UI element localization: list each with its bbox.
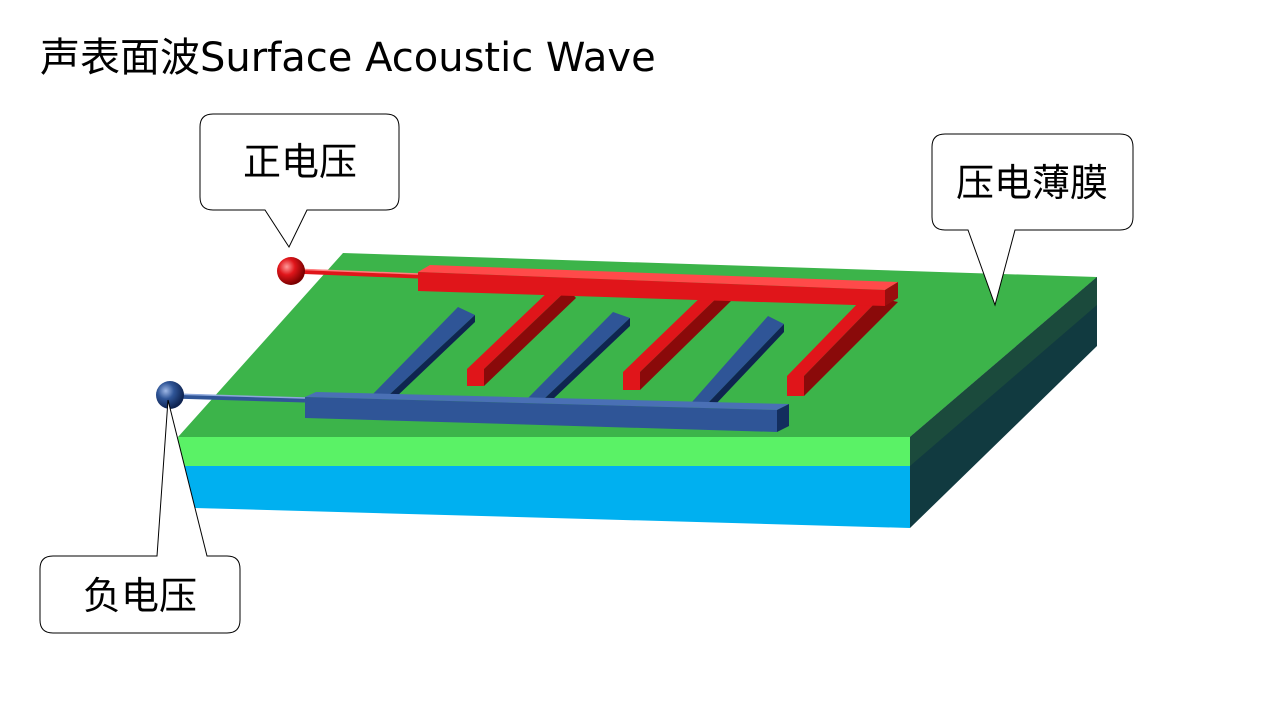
positive-finger xyxy=(623,292,723,372)
negative-bus-top xyxy=(305,392,789,410)
positive-lead-wire xyxy=(291,268,419,279)
slab-substrate-front xyxy=(180,466,910,528)
positive-electrode xyxy=(277,257,898,396)
callout-label-film: 压电薄膜 xyxy=(956,161,1108,205)
negative-finger-side xyxy=(709,324,784,405)
callout-bubble xyxy=(39,399,241,634)
callout-label-positive: 正电压 xyxy=(243,140,357,184)
positive-bus-front xyxy=(418,272,885,306)
positive-bus-end xyxy=(885,282,898,306)
negative-lead-wire xyxy=(171,393,306,403)
positive-terminal[interactable] xyxy=(277,257,305,285)
positive-bus-top xyxy=(418,265,898,290)
callout-bubble xyxy=(931,133,1134,307)
positive-finger xyxy=(787,298,880,376)
callout-positive-voltage: 正电压 xyxy=(199,113,400,249)
page-title: 声表面波Surface Acoustic Wave xyxy=(40,35,656,81)
positive-finger-tip xyxy=(787,376,804,396)
negative-bus-front xyxy=(305,397,777,432)
negative-finger-side xyxy=(545,318,630,401)
positive-finger xyxy=(467,289,568,369)
callout-label-negative: 负电压 xyxy=(83,574,197,618)
negative-terminal[interactable] xyxy=(156,381,184,409)
negative-finger-side xyxy=(389,315,475,398)
negative-lead-wire-highlight xyxy=(171,393,306,399)
slab-right-side-film xyxy=(910,277,1097,466)
positive-lead-wire-highlight xyxy=(291,268,419,275)
positive-finger-side xyxy=(484,289,576,386)
callout-negative-voltage: 负电压 xyxy=(39,399,241,634)
callout-bubble xyxy=(199,113,400,249)
positive-finger-tip xyxy=(623,372,640,390)
negative-finger xyxy=(692,316,784,402)
positive-finger-side xyxy=(640,292,731,390)
negative-electrode xyxy=(156,307,789,432)
slab-film-front xyxy=(178,437,910,466)
positive-finger-tip xyxy=(467,369,484,386)
negative-bus-end xyxy=(777,404,789,432)
positive-finger-side xyxy=(804,298,898,396)
negative-finger xyxy=(372,307,475,395)
negative-finger xyxy=(528,312,630,398)
callout-piezo-film: 压电薄膜 xyxy=(931,133,1134,307)
